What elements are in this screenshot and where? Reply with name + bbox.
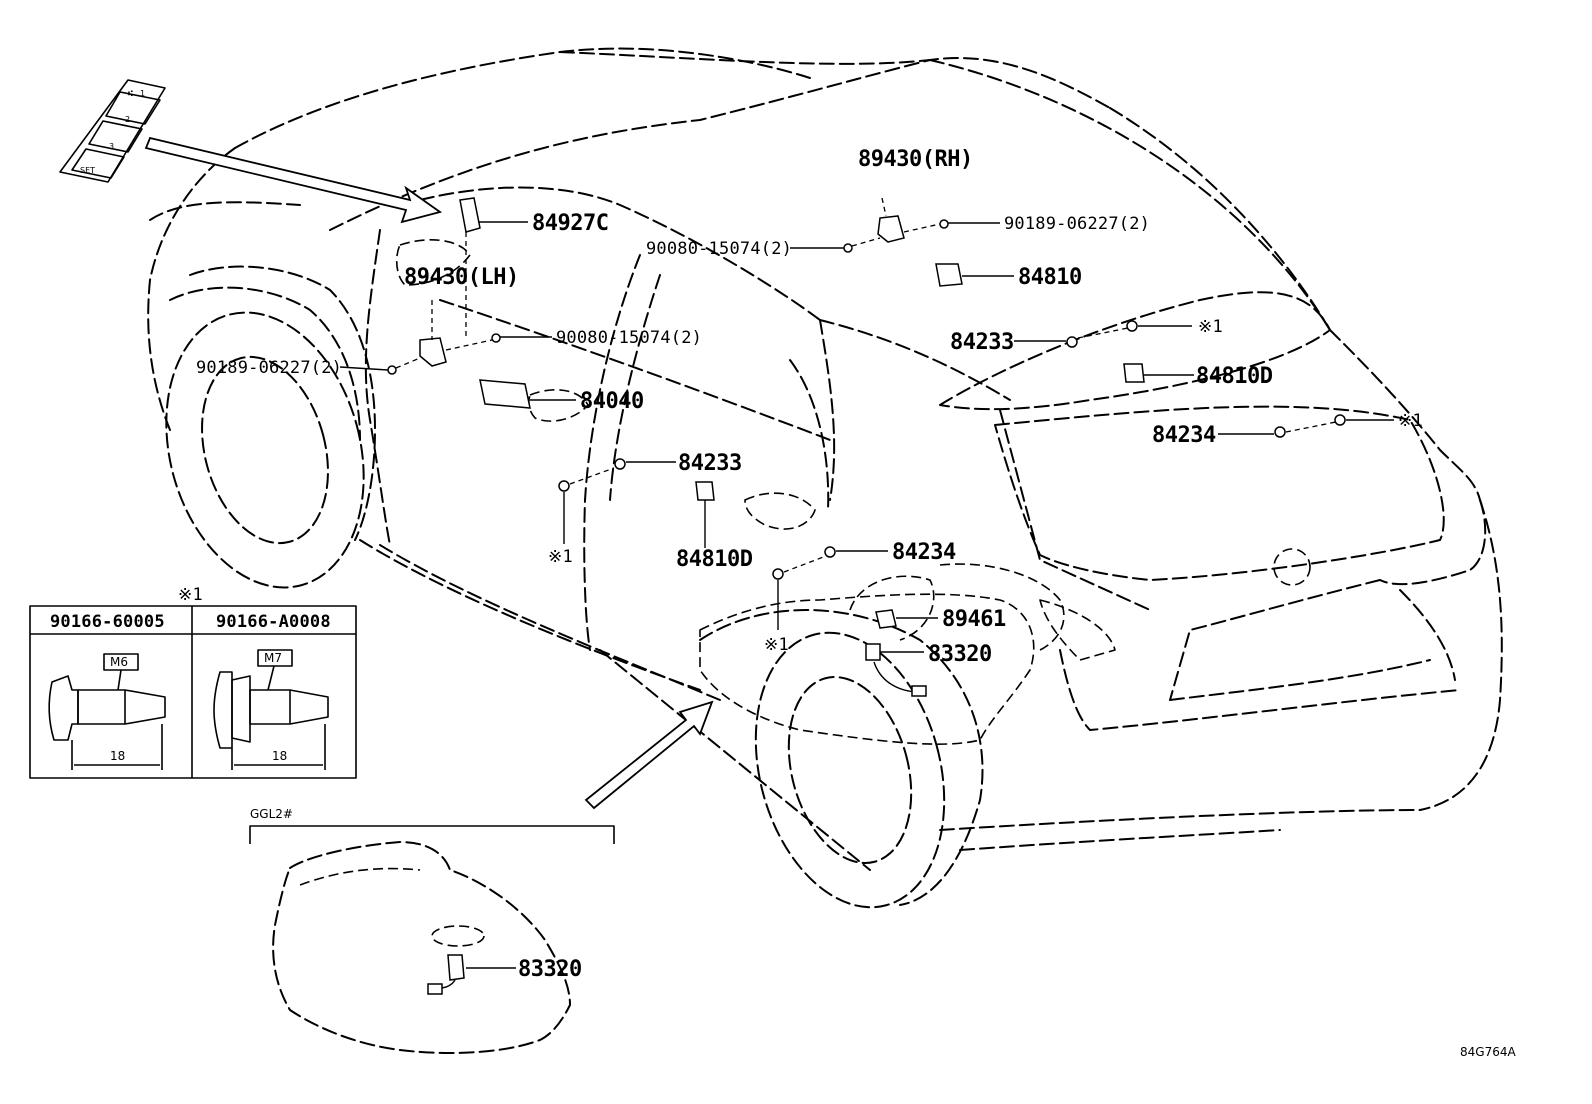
sensor-89430-rh-icon (877, 215, 905, 243)
bolt-part-2: 90166-A0008 (216, 612, 331, 632)
bolt-icon (1126, 320, 1138, 332)
bolt-thread-1: M6 (110, 655, 128, 669)
label-83320-inset: 83320 (518, 957, 582, 982)
seat-button-3-label: 3 (109, 142, 114, 151)
ggl2-inset: GGL2# 83320 (249, 807, 615, 1054)
label-84810d-mid: 84810D (676, 547, 753, 572)
switch-84927c-icon (459, 197, 481, 233)
parts-icons (387, 197, 1346, 697)
sensor-89461-icon (875, 609, 897, 629)
bolt-icon (1334, 414, 1346, 426)
bolt-spec-table: ※1 90166-60005 90166-A0008 M6 18 (29, 585, 357, 779)
label-84810d-right: 84810D (1196, 364, 1273, 389)
connector-84810-icon (935, 263, 963, 287)
bolt-part-1: 90166-60005 (50, 612, 165, 632)
bolt-thread-2: M7 (264, 651, 282, 665)
inset-title: GGL2# (250, 807, 293, 821)
label-84234-right: 84234 (1152, 423, 1216, 448)
svg-text:⑆: ⑆ (128, 89, 133, 98)
label-84927c: 84927C (532, 211, 608, 236)
mark-ref-top: ※1 (1198, 317, 1223, 337)
part-labels: 84927C 89430(LH) 89430(RH) 90189-06227(2… (196, 147, 1423, 667)
bolt-m6-icon (48, 653, 166, 770)
component-83320-inset-icon (447, 954, 465, 981)
label-84234-low: 84234 (892, 540, 956, 565)
bolt-icon (772, 568, 784, 580)
seat-button-1-label: 1 (140, 89, 145, 98)
label-90080-left: 90080-15074(2) (556, 328, 702, 348)
switch-84040-icon (479, 379, 531, 409)
label-89461: 89461 (942, 607, 1006, 632)
switch-84233-mid-icon (614, 458, 626, 470)
seat-button-2-label: 2 (125, 115, 130, 124)
arrow-to-84927c-icon (144, 136, 443, 224)
bolt-table-title: ※1 (178, 585, 203, 605)
leader-lines (339, 197, 1394, 653)
label-90189-left: 90189-06227(2) (196, 358, 342, 378)
label-90080-right: 90080-15074(2) (646, 239, 792, 259)
bolt-m7-icon (213, 649, 329, 770)
label-83320: 83320 (928, 642, 992, 667)
label-84233-top: 84233 (950, 330, 1014, 355)
seat-memory-switch-icon: 1 2 3 SET ⑆ (59, 79, 166, 183)
screw-icon (387, 219, 949, 375)
component-83320-icon (865, 643, 881, 661)
label-89430-lh: 89430(LH) (404, 265, 519, 290)
label-84810: 84810 (1018, 265, 1082, 290)
mark-ref-low: ※1 (764, 635, 789, 655)
bolt-icon (558, 480, 570, 492)
connector-84810d-mid-icon (695, 481, 715, 501)
mark-ref-mid: ※1 (548, 547, 573, 567)
label-90189-right: 90189-06227(2) (1004, 214, 1150, 234)
vehicle-outline (147, 47, 1503, 909)
switch-84234-low-icon (824, 546, 836, 558)
label-84233-mid: 84233 (678, 451, 742, 476)
connector-84810d-right-icon (1123, 363, 1145, 383)
switch-84234-right-icon (1274, 426, 1286, 438)
mark-ref-right: ※1 (1398, 411, 1423, 431)
label-89430-rh: 89430(RH) (858, 147, 973, 172)
bolt-length-1: 18 (110, 749, 125, 763)
sensor-89430-lh-icon (419, 337, 447, 367)
arrow-to-rear-wheel-icon (584, 700, 714, 810)
switch-84233-top-icon (1066, 336, 1078, 348)
pointer-arrows (144, 136, 714, 810)
bolt-length-2: 18 (272, 749, 287, 763)
seat-set-label: SET (80, 166, 95, 175)
diagram-id: 84G764A (1460, 1045, 1516, 1059)
label-84040: 84040 (580, 389, 644, 414)
